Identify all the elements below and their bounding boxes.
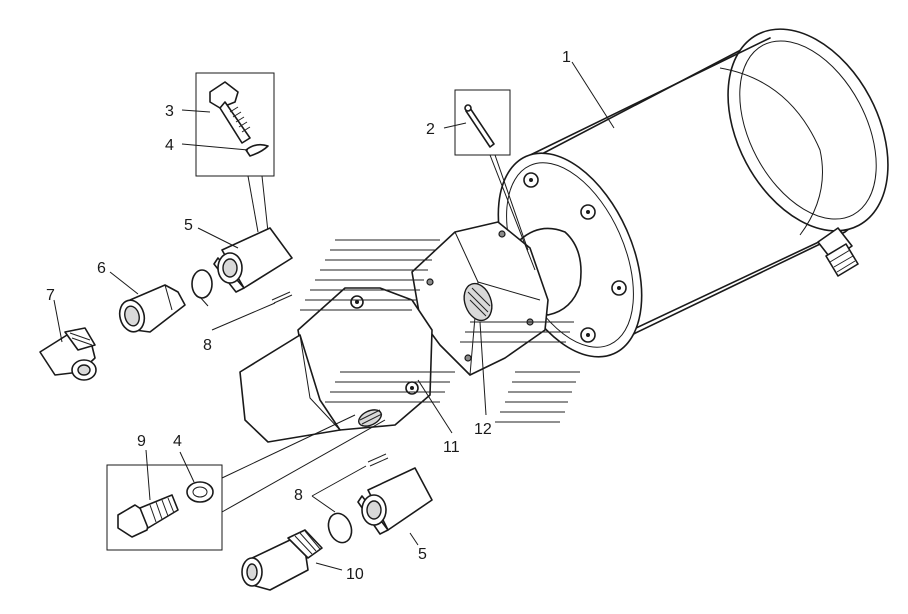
part-6-adapter <box>118 284 186 333</box>
label-part-4-lower: 4 <box>173 433 182 450</box>
part-5-banjo-lower <box>357 467 433 535</box>
label-part-1: 1 <box>562 49 571 66</box>
label-part-3: 3 <box>165 103 174 120</box>
part-2-pin-box <box>454 89 536 271</box>
label-part-2: 2 <box>426 121 435 138</box>
label-part-5-lower: 5 <box>418 546 427 563</box>
part-3-bolt <box>209 81 251 144</box>
part-12-clevis-eye <box>411 221 549 376</box>
part-8-oring-upper <box>191 269 293 331</box>
part-5-banjo-upper <box>213 227 293 293</box>
label-part-6: 6 <box>97 260 106 277</box>
part-10-fitting <box>241 529 323 591</box>
label-part-4-top: 4 <box>165 137 174 154</box>
leader-lines <box>53 61 615 571</box>
cylinder-side-fitting <box>817 227 859 277</box>
parts-9-4-box <box>106 414 386 551</box>
label-part-11: 11 <box>443 439 460 456</box>
label-part-5-upper: 5 <box>184 217 193 234</box>
label-part-12: 12 <box>474 421 492 438</box>
label-part-9: 9 <box>137 433 146 450</box>
part-4-lockwasher-lower <box>186 481 214 503</box>
part-7-elbow <box>39 327 97 381</box>
part-8-oring-lower <box>311 453 389 544</box>
parts-3-4-box <box>195 72 275 233</box>
part-11-valve-housing <box>239 287 433 443</box>
hatch-center-planes <box>300 239 580 423</box>
part-numbers: 1 2 3 4 5 6 7 8 9 4 8 5 10 11 12 <box>46 49 571 583</box>
label-part-7: 7 <box>46 287 55 304</box>
label-part-8-upper: 8 <box>203 337 212 354</box>
label-part-8-lower: 8 <box>294 487 303 504</box>
label-part-10: 10 <box>346 566 364 583</box>
part-4-lockwasher-top <box>245 143 269 157</box>
part-9-bolt <box>117 494 179 538</box>
